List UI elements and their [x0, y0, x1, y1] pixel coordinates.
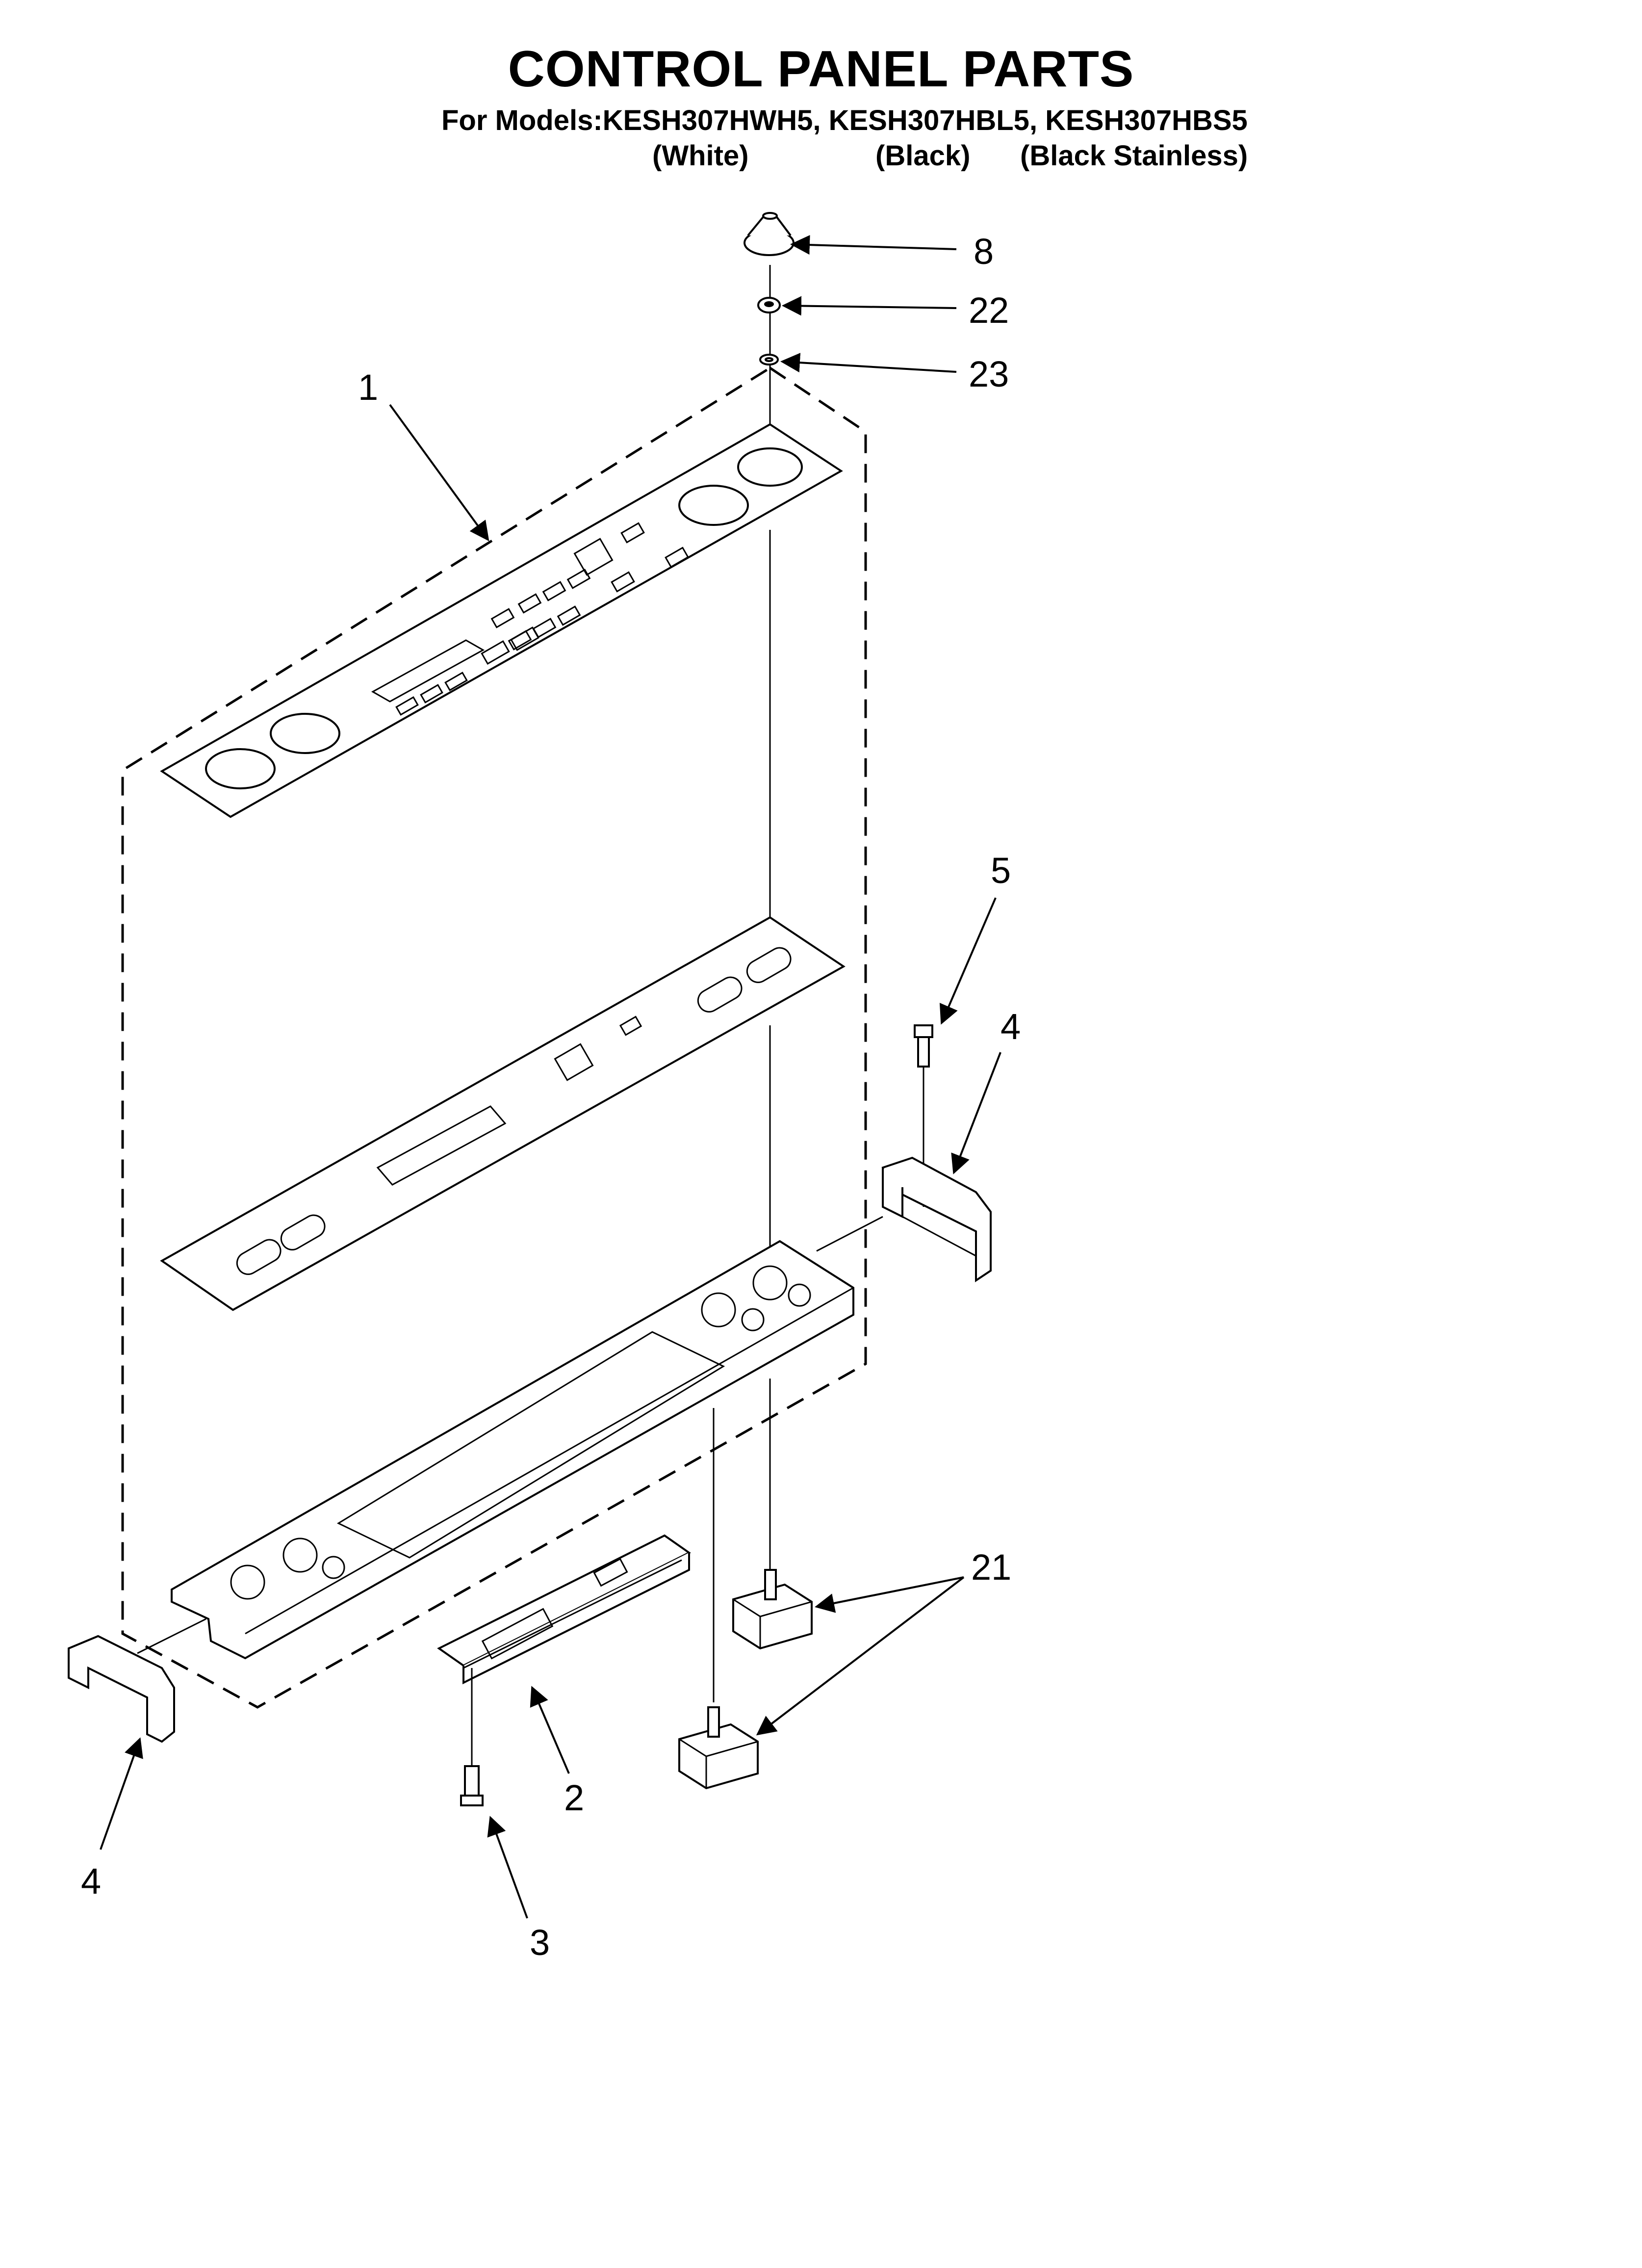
callout-4-left: 4 — [81, 1861, 101, 1902]
callout-23: 23 — [969, 354, 1009, 394]
callout-8: 8 — [974, 231, 994, 272]
assembly-boundary — [121, 366, 867, 1709]
callout-3: 3 — [530, 1922, 550, 1963]
callout-21: 21 — [971, 1547, 1011, 1588]
infinite-switch-upper-part — [732, 1569, 813, 1650]
models-line: For Models:KESH307HWH5, KESH307HBL5, KES… — [441, 104, 1248, 136]
callout-1: 1 — [358, 367, 378, 408]
console-panel-part — [171, 1240, 854, 1660]
callout-4-right: 4 — [1001, 1006, 1021, 1047]
knob-part — [744, 212, 795, 256]
nut-part — [757, 297, 781, 313]
page-title: CONTROL PANEL PARTS — [508, 41, 1134, 98]
leader-lines — [100, 235, 1001, 1919]
middle-overlay-part — [160, 916, 846, 1311]
variant-white: (White) — [652, 140, 749, 172]
end-cap-right-part — [816, 1156, 992, 1282]
control-board-part — [437, 1534, 691, 1685]
overlay-panel-part — [160, 423, 843, 818]
callout-2: 2 — [564, 1777, 584, 1818]
variant-black: (Black) — [875, 140, 971, 172]
end-cap-left-part — [68, 1618, 206, 1743]
board-screw-part — [460, 1668, 484, 1806]
infinite-switch-lower-part — [678, 1706, 759, 1790]
variant-black-stainless: (Black Stainless) — [1020, 140, 1248, 172]
callout-5: 5 — [991, 850, 1011, 891]
washer-part — [759, 354, 779, 365]
callout-22: 22 — [969, 290, 1009, 331]
